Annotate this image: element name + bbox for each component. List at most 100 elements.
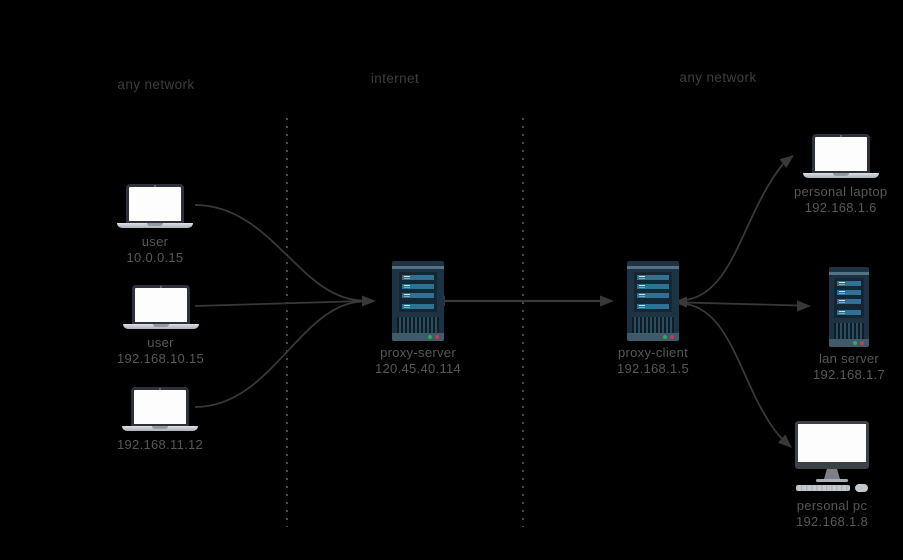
node-ip: 192.168.11.12: [117, 437, 204, 452]
node-ip: 10.0.0.15: [126, 249, 184, 265]
node-label: personal pc: [796, 498, 868, 513]
mouse-icon: [855, 484, 868, 492]
server-drive-bar: [402, 292, 435, 298]
led-red-icon: [859, 340, 864, 345]
link-user3-proxy-server: [194, 300, 364, 408]
node-label: proxy-server: [380, 345, 456, 360]
server-drive-bar: [402, 303, 435, 309]
arrowhead-into-proxy-client-right: [673, 296, 687, 308]
server-drive-bar: [836, 298, 861, 304]
server-footer: [626, 332, 679, 341]
link-user1-proxy-server: [194, 204, 364, 302]
server-drive-bar: [836, 309, 861, 315]
webcam-dot-icon: [154, 185, 156, 187]
server-drive-bar: [402, 283, 435, 289]
node-user-2[interactable]: user 192.168.10.15: [117, 285, 204, 366]
server-drive-panel: [633, 271, 672, 312]
node-personal-pc[interactable]: personal pc 192.168.1.8: [791, 421, 873, 529]
node-label-group: personal laptop 192.168.1.6: [794, 184, 887, 215]
zone-label-any-network-right: any network: [679, 70, 757, 85]
led-red-icon: [435, 334, 440, 339]
node-personal-laptop[interactable]: personal laptop 192.168.1.6: [794, 134, 887, 215]
webcam-dot-icon: [159, 388, 162, 390]
arrowhead-into-proxy-server-left: [362, 295, 376, 307]
server-drive-bar: [836, 280, 861, 286]
server-drive-panel: [399, 271, 438, 312]
monitor-screen: [798, 424, 866, 462]
link-proxy-client-personal-pc: [685, 303, 783, 440]
laptop-base: [122, 324, 199, 329]
arrowhead-into-proxy-client-left: [600, 295, 614, 307]
server-drive-bar: [402, 274, 435, 280]
node-lan-server[interactable]: lan server 192.168.1.7: [813, 267, 885, 382]
node-ip: 192.168.1.5: [617, 360, 689, 376]
peripherals: [796, 484, 868, 492]
node-ip: 192.168.1.8: [796, 513, 868, 529]
arrowhead-into-lan-server: [797, 300, 811, 312]
laptop-icon: [122, 387, 199, 431]
server-drive-panel: [833, 277, 864, 318]
laptop-screen: [126, 184, 184, 223]
server-icon: [392, 261, 445, 341]
node-ip: 192.168.1.6: [804, 199, 877, 215]
laptop-base: [802, 173, 879, 178]
laptop-base: [117, 223, 193, 228]
node-label-group: proxy-client 192.168.1.5: [617, 345, 689, 376]
keyboard-icon: [796, 485, 850, 491]
desktop-icon: [791, 421, 873, 492]
server-footer: [828, 338, 869, 347]
laptop-screen: [811, 134, 870, 173]
node-ip: 192.168.1.7: [813, 366, 885, 382]
server-vent: [833, 322, 864, 339]
monitor-stand-neck: [824, 469, 840, 479]
node-proxy-server[interactable]: proxy-server 120.45.40.114: [375, 261, 461, 376]
laptop-icon: [117, 184, 193, 228]
led-red-icon: [669, 334, 674, 339]
node-ip: 120.45.40.114: [375, 360, 462, 376]
node-label-group: user 192.168.10.15: [117, 335, 204, 366]
node-label-group: personal pc 192.168.1.8: [796, 498, 868, 529]
server-top-strip: [626, 266, 679, 269]
laptop-base: [122, 426, 199, 431]
node-user-1[interactable]: user 10.0.0.15: [117, 184, 193, 265]
link-user2-proxy-server: [194, 300, 364, 307]
zone-label-internet: internet: [370, 71, 420, 86]
monitor-frame: [795, 421, 869, 469]
node-label-group: proxy-server 120.45.40.114: [375, 345, 461, 376]
laptop-icon: [802, 134, 879, 178]
node-label: lan server: [818, 351, 880, 366]
monitor-stand-base: [816, 479, 848, 482]
server-icon: [828, 267, 869, 347]
server-top-strip: [392, 266, 445, 269]
arrowhead-into-personal-laptop: [779, 155, 794, 168]
server-vent: [631, 316, 674, 333]
node-label-group: 192.168.11.12: [117, 437, 203, 453]
led-green-icon: [428, 334, 433, 339]
arrowhead-into-personal-pc: [777, 434, 792, 448]
server-icon: [626, 261, 679, 341]
server-top-strip: [828, 272, 869, 275]
server-footer: [392, 332, 445, 341]
node-label: user: [141, 234, 169, 249]
node-label: personal laptop: [794, 184, 888, 199]
led-green-icon: [852, 340, 857, 345]
server-drive-bar: [636, 274, 669, 280]
link-proxy-client-lan-server: [685, 301, 799, 307]
server-drive-bar: [836, 289, 861, 295]
server-drive-bar: [636, 292, 669, 298]
node-label: user: [147, 335, 174, 350]
zone-label-any-network-left: any network: [117, 77, 195, 92]
server-vent: [397, 316, 440, 333]
link-proxy-client-personal-laptop: [685, 163, 784, 301]
laptop-icon: [122, 285, 199, 329]
laptop-screen: [131, 285, 190, 324]
server-drive-bar: [636, 303, 669, 309]
node-user-3[interactable]: 192.168.11.12: [117, 387, 203, 453]
webcam-dot-icon: [839, 135, 842, 137]
node-ip: 192.168.10.15: [117, 350, 205, 366]
server-drive-bar: [636, 283, 669, 289]
webcam-dot-icon: [159, 286, 162, 288]
node-label: proxy-client: [617, 345, 689, 360]
node-proxy-client[interactable]: proxy-client 192.168.1.5: [617, 261, 689, 376]
